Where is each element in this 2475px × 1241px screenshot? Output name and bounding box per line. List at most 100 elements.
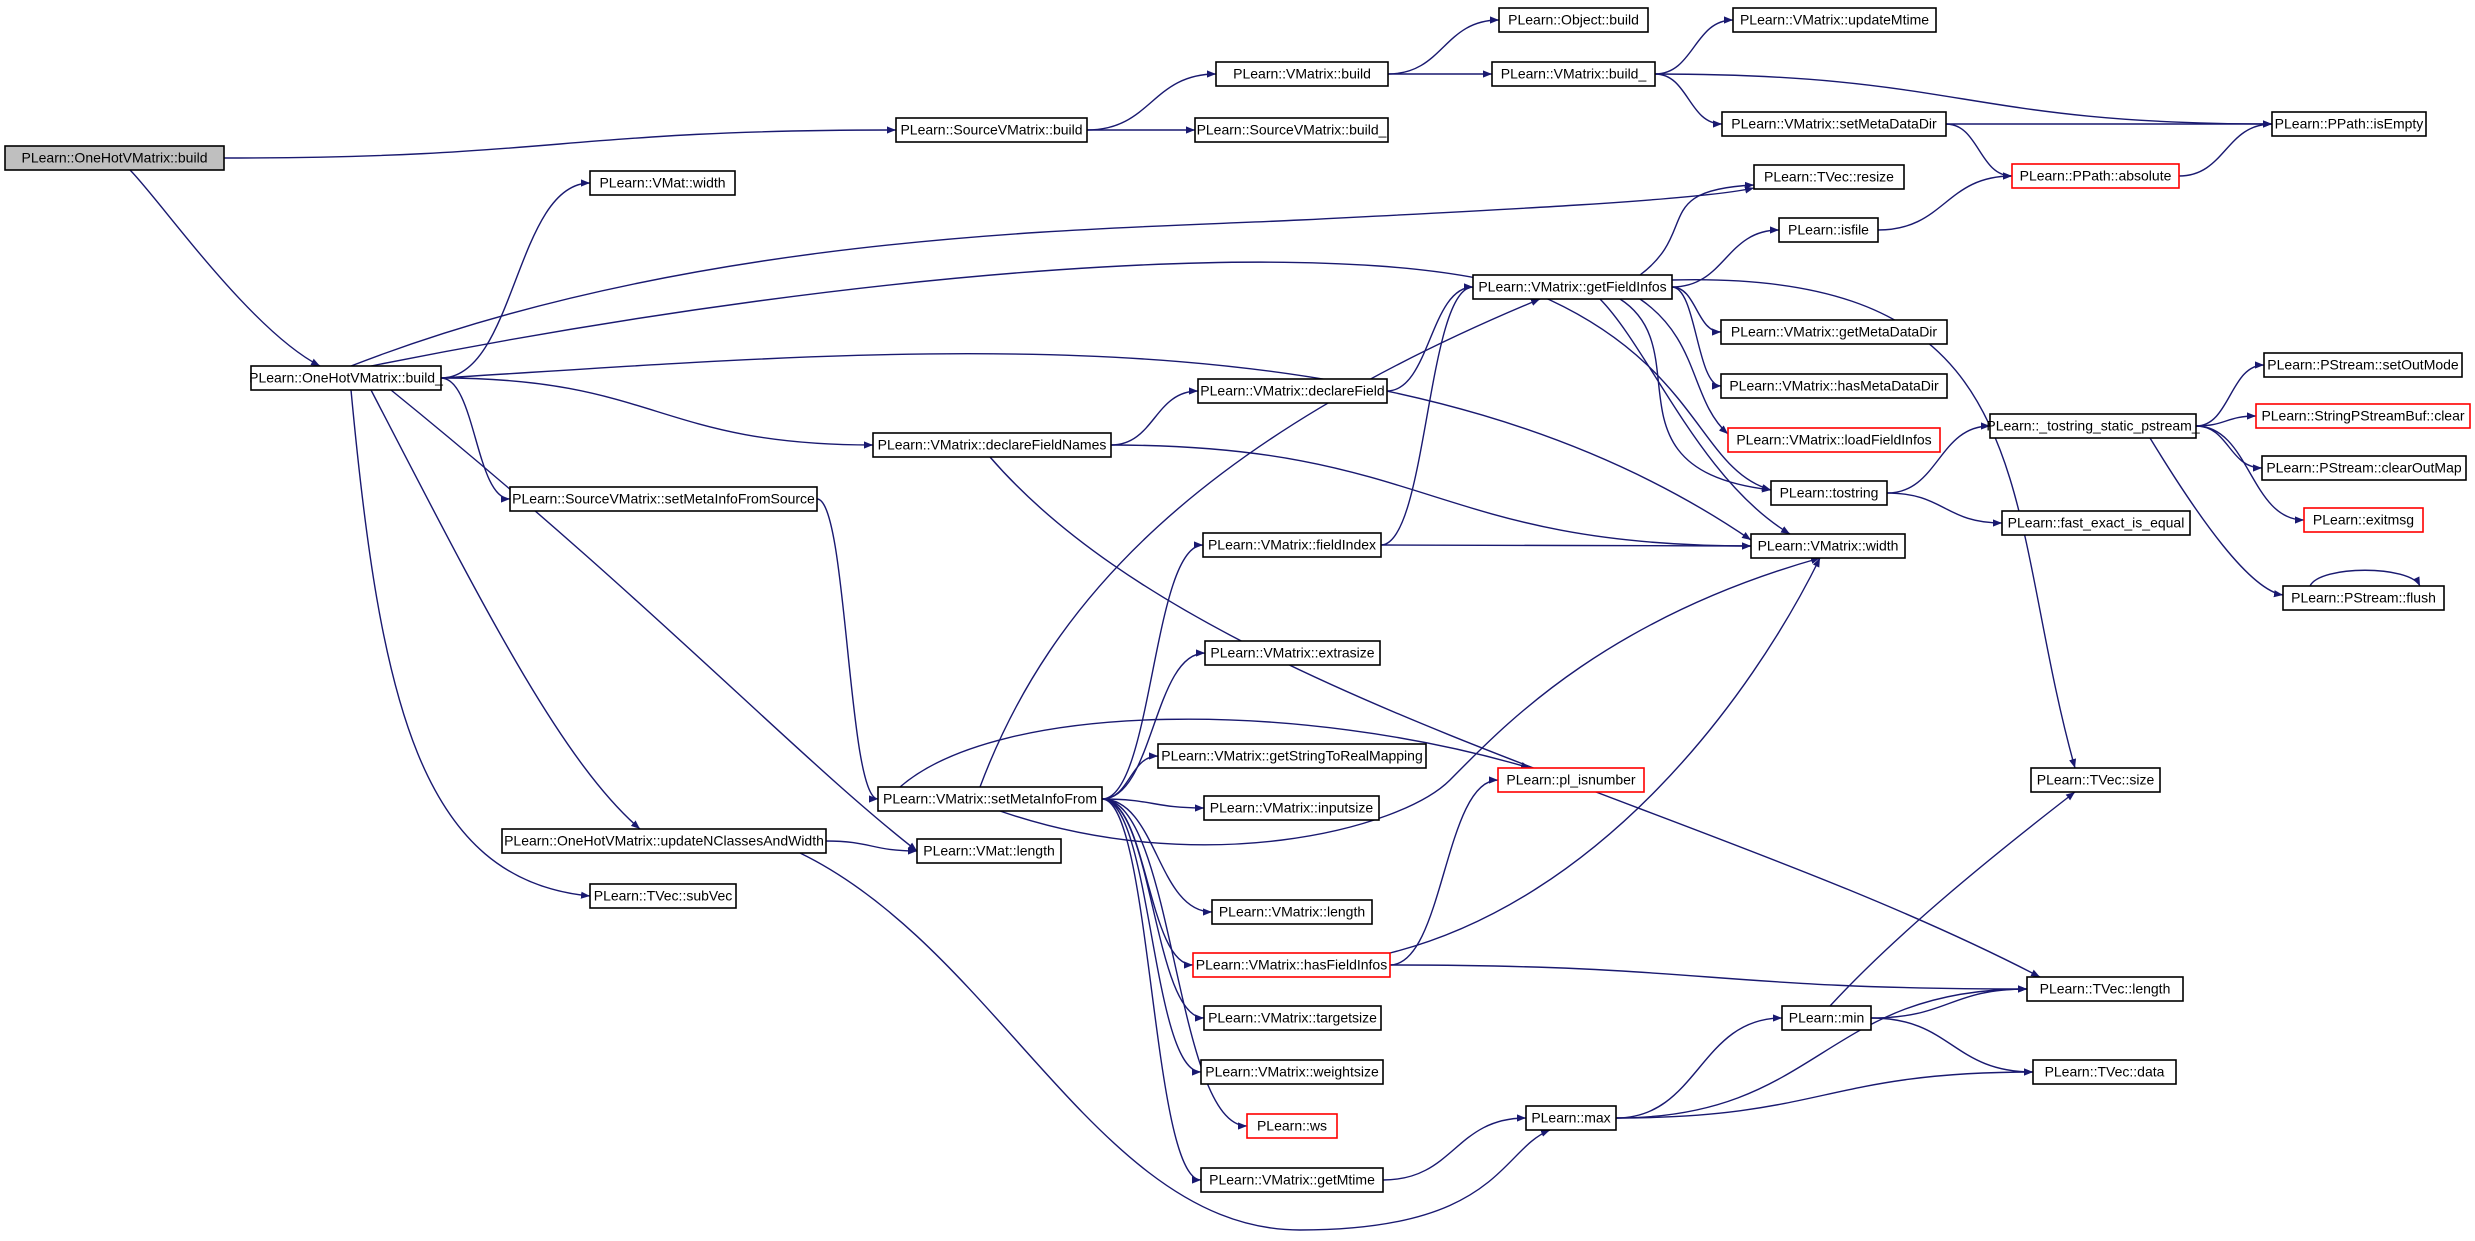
edge-setMetaInfoFrom-to-getFieldInfos — [979, 298, 1541, 788]
node-getMetaDataDir[interactable]: PLearn::VMatrix::getMetaDataDir — [1720, 319, 1948, 345]
node-declareFieldNames[interactable]: PLearn::VMatrix::declareFieldNames — [872, 432, 1112, 458]
node-weightsize[interactable]: PLearn::VMatrix::weightsize — [1200, 1059, 1384, 1085]
edge-vmBuild_-to-isEmpty — [1654, 73, 2273, 128]
node-fieldIndex[interactable]: PLearn::VMatrix::fieldIndex — [1202, 532, 1382, 558]
node-tvecResize[interactable]: PLearn::TVec::resize — [1753, 164, 1905, 190]
node-label: PLearn::Object::build — [1508, 12, 1639, 28]
node-vmBuild[interactable]: PLearn::VMatrix::build — [1215, 61, 1389, 87]
node-updateMtime[interactable]: PLearn::VMatrix::updateMtime — [1732, 7, 1937, 33]
node-setMetaDataDir[interactable]: PLearn::VMatrix::setMetaDataDir — [1721, 111, 1947, 137]
node-extrasize[interactable]: PLearn::VMatrix::extrasize — [1204, 640, 1381, 666]
edge-setMetaInfoFrom-to-targetsize — [1101, 798, 1205, 1022]
node-box — [1732, 7, 1937, 33]
node-tostringStatic[interactable]: PLearn::_tostring_static_pstream_ — [1986, 413, 2200, 439]
node-box — [1989, 413, 2197, 439]
node-box — [1246, 1113, 1338, 1139]
node-box — [2303, 507, 2424, 533]
node-box — [1525, 1105, 1617, 1131]
node-hasMetaDataDir[interactable]: PLearn::VMatrix::hasMetaDataDir — [1720, 373, 1948, 399]
node-label: PLearn::VMatrix::declareFieldNames — [878, 437, 1107, 453]
node-getStringToRealMapping[interactable]: PLearn::VMatrix::getStringToRealMapping — [1157, 743, 1427, 769]
node-tvecSize[interactable]: PLearn::TVec::size — [2030, 767, 2161, 793]
node-min[interactable]: PLearn::min — [1781, 1005, 1872, 1031]
node-box — [1200, 1059, 1384, 1085]
node-label: PLearn::VMatrix::width — [1758, 538, 1899, 554]
edge-declareField-to-getFieldInfos — [1386, 283, 1474, 392]
node-box — [1197, 378, 1388, 404]
node-box — [1211, 899, 1373, 925]
node-label: PLearn::_tostring_static_pstream_ — [1986, 418, 2199, 434]
node-clearOutMap[interactable]: PLearn::PStream::clearOutMap — [2261, 455, 2467, 481]
node-vmatLength[interactable]: PLearn::VMat::length — [916, 838, 1062, 864]
edge-fieldIndex-to-vmxWidth — [1380, 542, 1752, 550]
edge-flush-to-flush — [2309, 569, 2421, 587]
edge-hasFieldInfos-to-vmxWidth — [1389, 557, 1821, 954]
edge-tostring-to-tostringStatic — [1886, 422, 1991, 494]
node-label: PLearn::OneHotVMatrix::build_ — [249, 370, 443, 386]
node-ws[interactable]: PLearn::ws — [1246, 1113, 1338, 1139]
node-hasFieldInfos[interactable]: PLearn::VMatrix::hasFieldInfos — [1192, 952, 1391, 978]
node-plIsnumber[interactable]: PLearn::pl_isnumber — [1497, 767, 1645, 793]
edge-setMetaInfoFrom-to-extrasize — [1101, 649, 1206, 800]
node-label: PLearn::VMatrix::declareField — [1200, 383, 1384, 399]
node-srcBuild_[interactable]: PLearn::SourceVMatrix::build_ — [1194, 117, 1389, 143]
node-box — [2282, 585, 2445, 611]
edge-declareFieldNames-to-tvecLength — [989, 456, 2041, 978]
node-vmxWidth[interactable]: PLearn::VMatrix::width — [1750, 533, 1906, 559]
edge-build_-to-tostring — [370, 261, 1772, 492]
node-tvecLength[interactable]: PLearn::TVec::length — [2026, 976, 2184, 1002]
node-box — [2255, 403, 2471, 429]
edge-max-to-min — [1615, 1014, 1783, 1119]
node-label: PLearn::VMatrix::fieldIndex — [1208, 537, 1376, 553]
node-subVec[interactable]: PLearn::TVec::subVec — [589, 883, 737, 909]
node-getMtime[interactable]: PLearn::VMatrix::getMtime — [1200, 1167, 1384, 1193]
node-srcBuild[interactable]: PLearn::SourceVMatrix::build — [895, 117, 1088, 143]
edge-root-to-build_ — [129, 169, 321, 367]
edge-setMetaInfoFrom-to-vmxWidth — [999, 556, 1821, 846]
node-box — [2001, 510, 2191, 536]
node-max[interactable]: PLearn::max — [1525, 1105, 1617, 1131]
node-spbClear[interactable]: PLearn::StringPStreamBuf::clear — [2255, 403, 2471, 429]
node-box — [1192, 952, 1391, 978]
node-targetsize[interactable]: PLearn::VMatrix::targetsize — [1203, 1005, 1382, 1031]
node-box — [2271, 111, 2427, 137]
edge-build_-to-vmxWidth — [440, 352, 1752, 541]
node-setMetaInfoFromSource[interactable]: PLearn::SourceVMatrix::setMetaInfoFromSo… — [509, 486, 818, 512]
edge-getFieldInfos-to-tostring — [1619, 298, 1772, 493]
node-fastExact[interactable]: PLearn::fast_exact_is_equal — [2001, 510, 2191, 536]
node-setMetaInfoFrom[interactable]: PLearn::VMatrix::setMetaInfoFrom — [877, 786, 1103, 812]
node-absolute[interactable]: PLearn::PPath::absolute — [2011, 163, 2180, 189]
node-label: PLearn::StringPStreamBuf::clear — [2261, 408, 2464, 424]
node-loadFieldInfos[interactable]: PLearn::VMatrix::loadFieldInfos — [1727, 427, 1941, 453]
node-box — [1720, 319, 1948, 345]
node-label: PLearn::VMatrix::getFieldInfos — [1478, 279, 1666, 295]
node-label: PLearn::VMatrix::setMetaInfoFrom — [883, 791, 1097, 807]
node-box — [1497, 767, 1645, 793]
node-objBuild[interactable]: PLearn::Object::build — [1498, 7, 1649, 33]
edge-setMetaInfoFromSource-to-setMetaInfoFrom — [816, 498, 879, 803]
node-updateNClasses[interactable]: PLearn::OneHotVMatrix::updateNClassesAnd… — [501, 828, 827, 854]
node-label: PLearn::VMatrix::getStringToRealMapping — [1161, 748, 1422, 764]
node-inputsize[interactable]: PLearn::VMatrix::inputsize — [1203, 795, 1380, 821]
node-box — [2263, 352, 2463, 378]
edge-isfile-to-absolute — [1877, 172, 2013, 231]
node-isfile[interactable]: PLearn::isfile — [1778, 217, 1879, 243]
node-tostring[interactable]: PLearn::tostring — [1770, 480, 1888, 506]
edge-vmBuild_-to-setMetaDataDir — [1654, 73, 1723, 128]
node-vmBuild_[interactable]: PLearn::VMatrix::build_ — [1491, 61, 1656, 87]
node-root[interactable]: PLearn::OneHotVMatrix::build — [4, 145, 225, 171]
node-vmatWidth[interactable]: PLearn::VMat::width — [589, 170, 736, 196]
node-label: PLearn::tostring — [1780, 485, 1879, 501]
node-label: PLearn::PPath::isEmpty — [2275, 116, 2424, 132]
node-getFieldInfos[interactable]: PLearn::VMatrix::getFieldInfos — [1472, 274, 1673, 300]
node-setOutMode[interactable]: PLearn::PStream::setOutMode — [2263, 352, 2463, 378]
node-flush[interactable]: PLearn::PStream::flush — [2282, 585, 2445, 611]
node-isEmpty[interactable]: PLearn::PPath::isEmpty — [2271, 111, 2427, 137]
node-box — [250, 365, 442, 391]
node-build_[interactable]: PLearn::OneHotVMatrix::build_ — [249, 365, 443, 391]
node-vmxLength[interactable]: PLearn::VMatrix::length — [1211, 899, 1373, 925]
node-tvecData[interactable]: PLearn::TVec::data — [2032, 1059, 2177, 1085]
node-declareField[interactable]: PLearn::VMatrix::declareField — [1197, 378, 1388, 404]
node-exitmsg[interactable]: PLearn::exitmsg — [2303, 507, 2424, 533]
